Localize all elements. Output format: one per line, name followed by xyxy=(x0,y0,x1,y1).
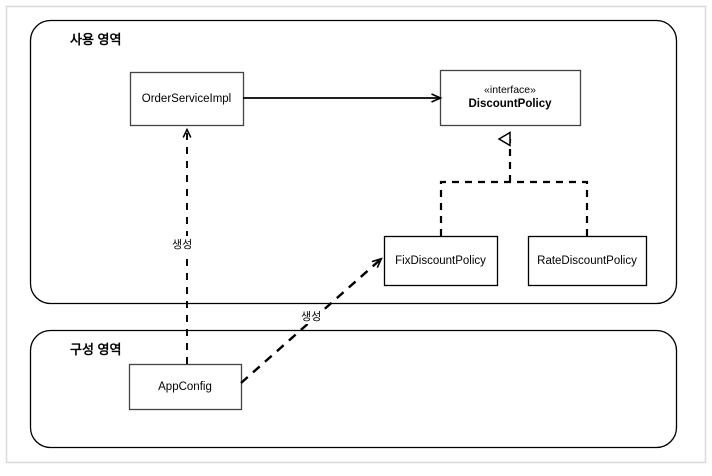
edge-realize-fix xyxy=(439,180,510,236)
class-box-app-config[interactable] xyxy=(128,363,243,411)
class-box-fix-discount-policy[interactable] xyxy=(383,235,499,287)
group-title-usage-area: 사용 영역 xyxy=(70,32,122,47)
class-box-order-service-impl[interactable] xyxy=(129,71,245,127)
group-box-usage-area xyxy=(29,19,678,305)
class-box-rate-discount-policy[interactable] xyxy=(527,235,648,287)
outer-frame xyxy=(5,5,707,464)
edge-realize-rate xyxy=(510,180,589,236)
class-box-discount-policy[interactable] xyxy=(439,69,582,127)
group-box-config-area xyxy=(29,329,678,449)
group-title-config-area: 구성 영역 xyxy=(70,342,122,357)
edge-label-create-fix-discount: 생성 xyxy=(299,308,324,324)
edge-label-create-order-service: 생성 xyxy=(170,236,195,252)
